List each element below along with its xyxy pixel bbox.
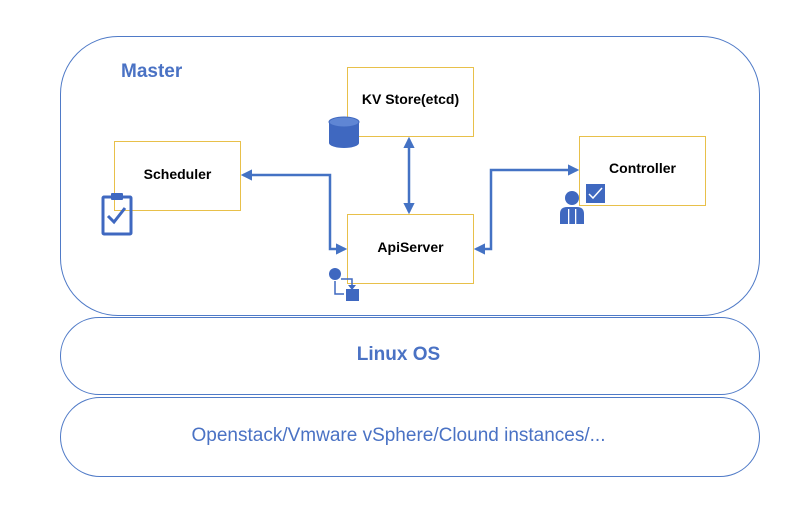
infrastructure-layer (60, 397, 760, 477)
api-server-box[interactable]: ApiServer (347, 214, 474, 284)
kv-store-box[interactable]: KV Store(etcd) (347, 67, 474, 137)
linux-os-layer (60, 317, 760, 395)
scheduler-box[interactable]: Scheduler (114, 141, 241, 211)
linux-os-title: Linux OS (356, 344, 441, 365)
master-title: Master (121, 61, 183, 82)
user-check-icon (560, 184, 605, 224)
infrastructure-title: Openstack/Vmware vSphere/Clound instance… (191, 425, 606, 446)
clipboard-check-icon (101, 193, 133, 236)
process-flow-icon (329, 268, 359, 301)
kv-store-label: KV Store(etcd) (361, 91, 460, 107)
controller-label: Controller (609, 160, 676, 176)
api-server-label: ApiServer (377, 239, 444, 255)
controller-api-connector (473, 164, 580, 255)
database-icon (328, 116, 360, 148)
scheduler-label: Scheduler (143, 166, 212, 182)
scheduler-api-connector (240, 169, 348, 255)
